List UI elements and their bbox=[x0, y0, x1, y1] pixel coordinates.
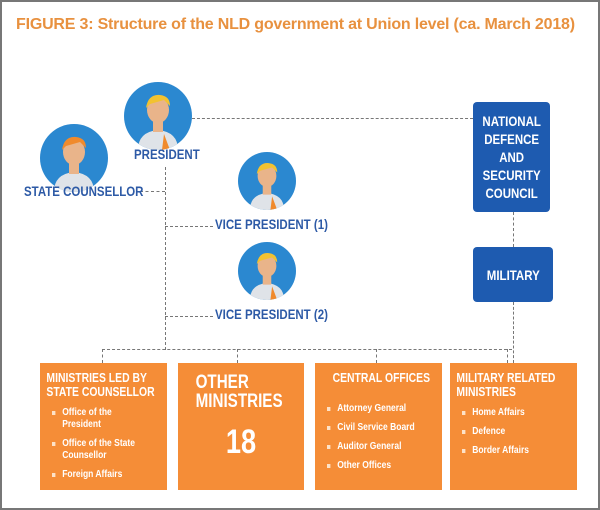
list-item: Other Offices bbox=[327, 460, 425, 472]
vp1-avatar-icon bbox=[238, 152, 296, 210]
connector-president-trunk bbox=[165, 167, 166, 350]
vp1-label: VICE PRESIDENT (1) bbox=[215, 216, 328, 232]
connector-state-counsellor bbox=[140, 191, 165, 192]
central-offices-box: CENTRAL OFFICES Attorney General Civil S… bbox=[315, 363, 442, 490]
ministry-count: 18 bbox=[225, 423, 257, 461]
military-label: MILITARY bbox=[486, 266, 540, 283]
ndsc-line: DEFENCE bbox=[484, 131, 539, 147]
list-item: Defence bbox=[462, 426, 560, 438]
ndsc-line: NATIONAL bbox=[482, 113, 541, 129]
president-avatar-icon bbox=[124, 82, 192, 150]
connector-drop bbox=[376, 349, 377, 363]
military-box: MILITARY bbox=[473, 247, 553, 302]
ndsc-line: COUNCIL bbox=[485, 185, 538, 201]
list-item: Civil Service Board bbox=[327, 422, 425, 434]
connector-vp1 bbox=[165, 226, 213, 227]
connector-drop bbox=[237, 349, 238, 363]
list-item: Foreign Affairs bbox=[52, 469, 150, 481]
list-item: Auditor General bbox=[327, 441, 425, 453]
list-item: Home Affairs bbox=[462, 407, 560, 419]
box-heading: MINISTRIES bbox=[195, 391, 283, 412]
ndsc-line: AND bbox=[499, 149, 524, 165]
box-heading: STATE COUNSELLOR bbox=[46, 384, 155, 399]
connector-ndsc-military bbox=[513, 212, 514, 247]
ndsc-line: SECURITY bbox=[482, 167, 541, 183]
connector-ministries-bus bbox=[102, 349, 512, 350]
list-item: Office of the State Counsellor bbox=[52, 438, 143, 462]
list-item: Border Affairs bbox=[462, 445, 560, 457]
connector-drop bbox=[507, 349, 508, 363]
connector-president-ndsc bbox=[192, 118, 473, 119]
state-counsellor-label: STATE COUNSELLOR bbox=[24, 183, 144, 199]
box-heading: MINISTRIES bbox=[456, 384, 516, 399]
connector-drop bbox=[102, 349, 103, 363]
vp2-label: VICE PRESIDENT (2) bbox=[215, 306, 328, 322]
vp2-avatar-icon bbox=[238, 242, 296, 300]
box-heading: CENTRAL OFFICES bbox=[332, 370, 431, 385]
ndsc-box: NATIONAL DEFENCE AND SECURITY COUNCIL bbox=[473, 102, 550, 212]
connector-vp2 bbox=[165, 316, 213, 317]
list-item: Attorney General bbox=[327, 403, 425, 415]
list-item: Office of the President bbox=[52, 407, 150, 431]
president-label: PRESIDENT bbox=[134, 146, 200, 162]
box-heading: MINISTRIES LED BY bbox=[46, 370, 147, 385]
box-heading: MILITARY RELATED bbox=[456, 370, 556, 385]
state-counsellor-avatar-icon bbox=[40, 124, 108, 192]
connector-military-ministries bbox=[513, 302, 514, 363]
box-heading: OTHER bbox=[195, 372, 249, 393]
figure-title: FIGURE 3: Structure of the NLD governmen… bbox=[16, 16, 575, 33]
